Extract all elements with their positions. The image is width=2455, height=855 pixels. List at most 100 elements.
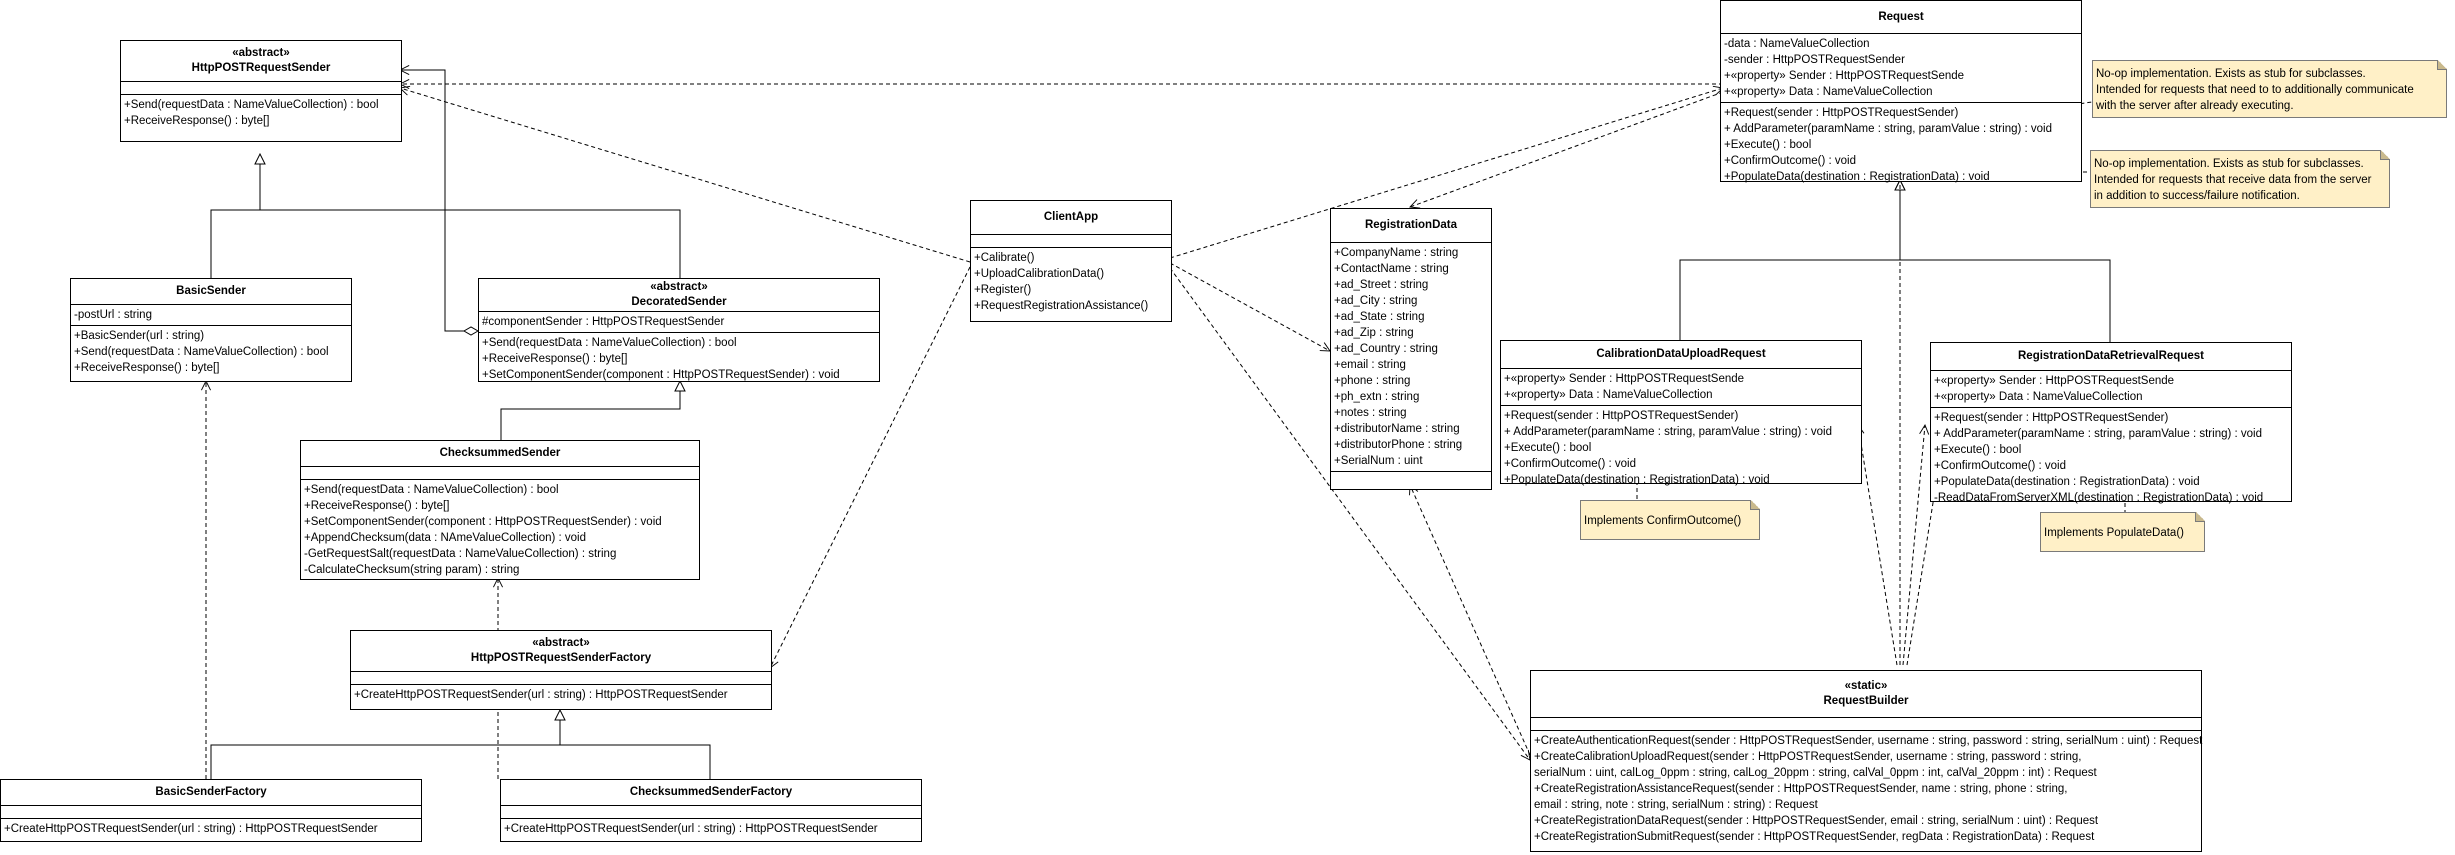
class-calibration-data-upload-request[interactable]: CalibrationDataUploadRequest +«property»…	[1500, 340, 1862, 486]
class-registration-data[interactable]: RegistrationData +CompanyName : string +…	[1330, 208, 1492, 490]
operation: +CreateHttpPOSTRequestSender(url : strin…	[504, 823, 878, 835]
dependencies-request	[400, 84, 1945, 756]
operation: email : string, note : string, serialNum…	[1534, 799, 1818, 811]
attributes-compartment	[301, 466, 699, 479]
operations-compartment: +CreateHttpPOSTRequestSender(url : strin…	[501, 818, 921, 839]
note-confirm-outcome-stub: No-op implementation. Exists as stub for…	[2092, 60, 2447, 118]
operation: +Request(sender : HttpPOSTRequestSender)	[1504, 410, 1739, 422]
attribute: +ad_City : string	[1334, 295, 1418, 307]
attribute: +«property» Sender : HttpPOSTRequestSend…	[1934, 375, 2175, 387]
operations-compartment: +Request(sender : HttpPOSTRequestSender)…	[1931, 407, 2291, 508]
operation: -GetRequestSalt(requestData : NameValueC…	[304, 548, 617, 560]
operation: +Register()	[974, 284, 1032, 296]
attribute: #componentSender : HttpPOSTRequestSender	[482, 316, 725, 328]
operation: +Execute() : bool	[1934, 444, 2022, 456]
class-name: ChecksummedSenderFactory	[629, 786, 793, 798]
attribute: +phone : string	[1334, 375, 1411, 387]
operation: +Execute() : bool	[1724, 139, 1812, 151]
operation: +CreateRegistrationAssistanceRequest(sen…	[1534, 783, 2068, 795]
attributes-compartment	[1531, 717, 2201, 730]
attributes-compartment	[1, 805, 421, 818]
operation: +ReceiveResponse() : byte[]	[482, 353, 628, 365]
aggregation-component-sender	[400, 70, 480, 336]
attribute: +ad_Street : string	[1334, 279, 1429, 291]
class-name: Request	[1878, 11, 1924, 23]
attributes-compartment	[501, 805, 921, 818]
class-checksummed-sender-factory[interactable]: ChecksummedSenderFactory +CreateHttpPOST…	[500, 779, 922, 842]
operation: +UploadCalibrationData()	[974, 268, 1105, 280]
class-client-app[interactable]: ClientApp +Calibrate() +UploadCalibratio…	[970, 200, 1172, 322]
operation: +Request(sender : HttpPOSTRequestSender)	[1724, 107, 1959, 119]
class-http-post-request-sender[interactable]: «abstract» HttpPOSTRequestSender +Send(re…	[120, 40, 402, 142]
operations-compartment: +Calibrate() +UploadCalibrationData() +R…	[971, 247, 1171, 316]
attributes-compartment: +«property» Sender : HttpPOSTRequestSend…	[1931, 370, 2291, 407]
operation: +PopulateData(destination : Registration…	[1724, 171, 1990, 183]
class-name: HttpPOSTRequestSender	[191, 62, 331, 74]
operation: +BasicSender(url : string)	[74, 330, 205, 342]
operations-compartment: +Request(sender : HttpPOSTRequestSender)…	[1721, 102, 2081, 187]
operation: +ReceiveResponse() : byte[]	[124, 115, 270, 127]
operation: +Send(requestData : NameValueCollection)…	[74, 346, 329, 358]
class-http-post-request-sender-factory[interactable]: «abstract»HttpPOSTRequestSenderFactory +…	[350, 630, 772, 710]
class-name: RequestBuilder	[1823, 695, 1909, 707]
operations-compartment: +CreateAuthenticationRequest(sender : Ht…	[1531, 730, 2202, 847]
class-registration-data-retrieval-request[interactable]: RegistrationDataRetrievalRequest +«prope…	[1930, 342, 2292, 504]
operation: + AddParameter(paramName : string, param…	[1504, 426, 1832, 438]
attribute: +distributorPhone : string	[1334, 439, 1463, 451]
attributes-compartment: +«property» Sender : HttpPOSTRequestSend…	[1501, 368, 1861, 405]
operation: +ConfirmOutcome() : void	[1504, 458, 1636, 470]
class-name: ClientApp	[1043, 211, 1099, 223]
operation: +CreateHttpPOSTRequestSender(url : strin…	[4, 823, 378, 835]
operation: +PopulateData(destination : Registration…	[1934, 476, 2200, 488]
generalization-requests	[1679, 180, 2111, 342]
operations-compartment: +Send(requestData : NameValueCollection)…	[479, 332, 879, 385]
operation: +RequestRegistrationAssistance()	[974, 300, 1149, 312]
class-request-builder[interactable]: «static»RequestBuilder +CreateAuthentica…	[1530, 670, 2202, 852]
class-decorated-sender[interactable]: «abstract»DecoratedSender #componentSend…	[478, 278, 880, 382]
attributes-compartment	[971, 234, 1171, 247]
operation: +Execute() : bool	[1504, 442, 1592, 454]
attribute: +SerialNum : uint	[1334, 455, 1423, 467]
operations-compartment: +Send(requestData : NameValueCollection)…	[121, 94, 401, 131]
operations-compartment: +Send(requestData : NameValueCollection)…	[301, 479, 699, 580]
operation: serialNum : uint, calLog_0ppm : string, …	[1534, 767, 2097, 779]
operation: +Send(requestData : NameValueCollection)…	[304, 484, 559, 496]
class-basic-sender[interactable]: BasicSender -postUrl : string +BasicSend…	[70, 278, 352, 382]
attribute: +«property» Data : NameValueCollection	[1934, 391, 2143, 403]
attribute: +«property» Sender : HttpPOSTRequestSend…	[1504, 373, 1745, 385]
class-checksummed-sender[interactable]: ChecksummedSender +Send(requestData : Na…	[300, 440, 700, 580]
class-stereotype: «abstract»	[232, 47, 290, 59]
attribute: +ContactName : string	[1334, 263, 1449, 275]
operation: +Send(requestData : NameValueCollection)…	[482, 337, 737, 349]
attribute: +«property» Data : NameValueCollection	[1504, 389, 1713, 401]
class-stereotype: «abstract»	[650, 281, 708, 293]
attribute: +«property» Data : NameValueCollection	[1724, 86, 1933, 98]
operation: +CreateRegistrationSubmitRequest(sender …	[1534, 831, 2095, 843]
class-request[interactable]: Request -data : NameValueCollection -sen…	[1720, 0, 2082, 183]
operation: +Request(sender : HttpPOSTRequestSender)	[1934, 412, 2169, 424]
attributes-compartment	[351, 671, 771, 684]
operation: -ReadDataFromServerXML(destination : Reg…	[1934, 492, 2264, 504]
dependencies-client-app	[400, 88, 1723, 760]
class-name: BasicSenderFactory	[155, 786, 267, 798]
operation: +SetComponentSender(component : HttpPOST…	[482, 369, 840, 381]
operation: + AddParameter(paramName : string, param…	[1934, 428, 2262, 440]
operations-compartment: +CreateHttpPOSTRequestSender(url : strin…	[351, 684, 771, 705]
note-populate-data-stub: No-op implementation. Exists as stub for…	[2090, 150, 2390, 208]
attribute: +notes : string	[1334, 407, 1407, 419]
attribute: +ad_Country : string	[1334, 343, 1438, 355]
attribute: +ad_State : string	[1334, 311, 1425, 323]
operation: +ConfirmOutcome() : void	[1724, 155, 1856, 167]
attribute: +distributorName : string	[1334, 423, 1460, 435]
operation: +AppendChecksum(data : NAmeValueCollecti…	[304, 532, 587, 544]
attributes-compartment: -data : NameValueCollection -sender : Ht…	[1721, 33, 2081, 102]
operation: +ReceiveResponse() : byte[]	[74, 362, 220, 374]
class-basic-sender-factory[interactable]: BasicSenderFactory +CreateHttpPOSTReques…	[0, 779, 422, 842]
class-name: RegistrationData	[1364, 219, 1458, 231]
attribute: +email : string	[1334, 359, 1406, 371]
operation: +SetComponentSender(component : HttpPOST…	[304, 516, 662, 528]
attribute: +CompanyName : string	[1334, 247, 1459, 259]
operation: + AddParameter(paramName : string, param…	[1724, 123, 2052, 135]
